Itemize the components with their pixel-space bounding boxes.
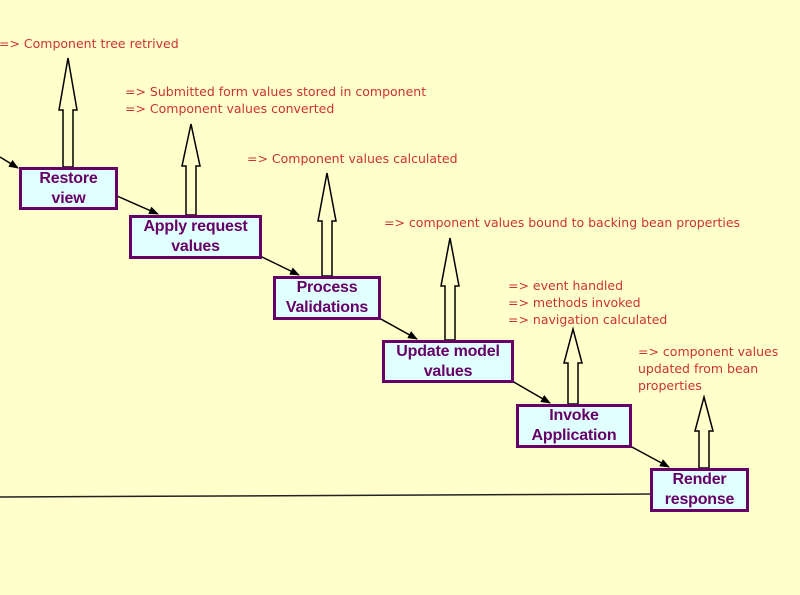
note-apply-request-values: => Submitted form values stored in compo… — [125, 83, 426, 117]
phase-label-line: Render — [672, 471, 727, 488]
response-return-line — [0, 493, 651, 498]
note-line: => component values bound to backing bea… — [384, 215, 741, 230]
phase-update-model-values: Update model values — [382, 340, 514, 383]
phase-label-line: Application — [531, 427, 617, 444]
phase-label-line: view — [51, 189, 86, 207]
phase-label-line: values — [171, 238, 220, 255]
up-arrow-update-model — [440, 237, 460, 341]
phase-label-line: Validations — [285, 299, 369, 316]
note-line: => methods invoked — [508, 295, 641, 310]
phase-label-line: Process — [296, 279, 358, 296]
note-line: => Component values converted — [125, 101, 335, 116]
phase-label-line: Update model — [396, 342, 500, 360]
phase-label-line: Invoke — [549, 407, 599, 424]
phase-label-line: Restore — [39, 169, 98, 187]
note-line: => navigation calculated — [508, 312, 668, 327]
phase-label-line: response — [664, 491, 735, 508]
phase-process-validations: Process Validations — [273, 276, 381, 320]
up-arrow-process-validations — [317, 172, 337, 277]
up-arrow-render-response — [694, 394, 714, 469]
note-line: updated from bean — [638, 361, 759, 376]
note-invoke-application: => event handled => methods invoked => n… — [508, 277, 667, 328]
note-restore-view: => Component tree retrived — [0, 35, 179, 52]
phase-label-line: values — [423, 362, 473, 380]
flow-arrow-entry — [0, 156, 19, 169]
note-line: => component values — [638, 344, 779, 359]
note-line: => Submitted form values stored in compo… — [125, 84, 427, 99]
up-arrow-restore-view — [58, 57, 78, 168]
flow-arrow-restore-to-apply — [116, 195, 159, 215]
note-process-validations: => Component values calculated — [247, 150, 458, 167]
up-arrow-invoke-application — [563, 326, 583, 405]
note-line: => Component tree retrived — [0, 36, 179, 51]
note-update-model-values: => component values bound to backing bea… — [384, 214, 740, 231]
flow-arrow-process-to-update — [378, 317, 418, 340]
phase-render-response: Render response — [650, 468, 749, 512]
note-line: properties — [638, 378, 702, 393]
note-line: => event handled — [508, 278, 624, 293]
phase-apply-request-values: Apply request values — [129, 215, 262, 259]
phase-invoke-application: Invoke Application — [516, 404, 632, 448]
phase-restore-view: Restore view — [19, 167, 118, 210]
flow-arrow-update-to-invoke — [511, 380, 551, 404]
up-arrow-apply-request — [181, 123, 201, 216]
note-line: => Component values calculated — [247, 151, 458, 166]
note-render-response: => component values updated from bean pr… — [638, 343, 778, 394]
flow-arrow-apply-to-process — [259, 255, 300, 276]
phase-label-line: Apply request — [143, 218, 248, 235]
flow-arrow-invoke-to-render — [629, 445, 670, 468]
